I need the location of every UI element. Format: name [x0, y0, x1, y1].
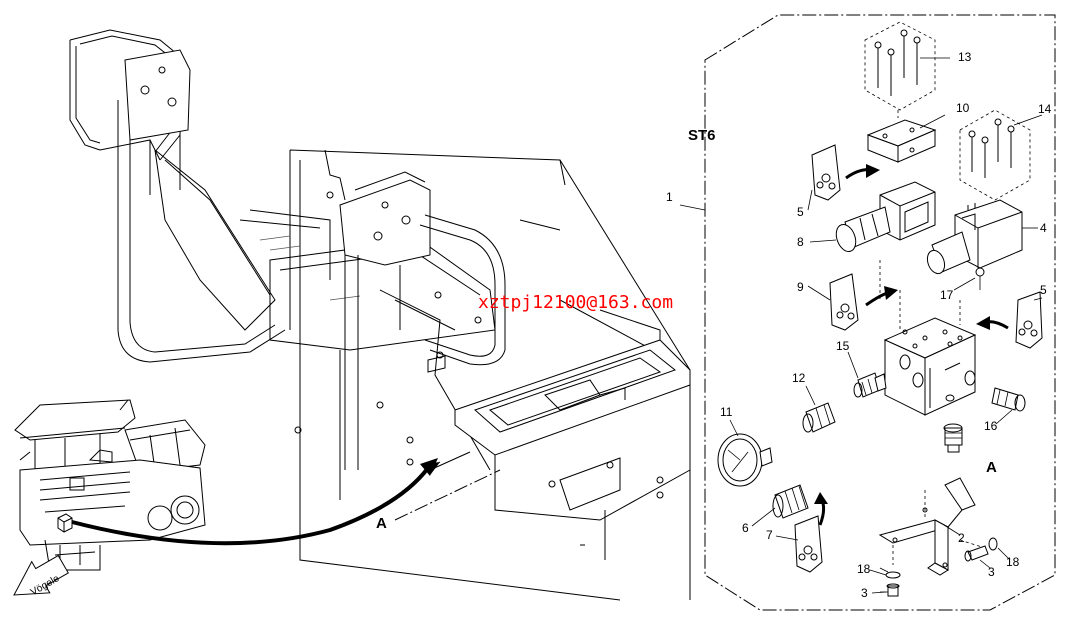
fitting-15 — [853, 372, 887, 398]
callout-leaders — [729, 189, 1043, 594]
callout-11: 11 — [720, 405, 733, 419]
cable-clip-9 — [829, 273, 898, 331]
assembly-boundary — [679, 14, 1056, 611]
bolt-set-14 — [959, 109, 1043, 201]
callout-9: 9 — [797, 280, 804, 294]
callout-7: 7 — [766, 528, 773, 542]
test-fitting-6 — [772, 484, 809, 519]
callout-16: 16 — [984, 419, 998, 433]
callout-5-right: 5 — [1040, 283, 1047, 297]
group-label: ST6 — [688, 127, 716, 144]
location-arrow — [71, 458, 438, 546]
watermark-text: xztpj12100@163.com — [478, 292, 673, 313]
callout-2: 2 — [958, 531, 965, 545]
pressure-gauge-11 — [717, 433, 773, 487]
callout-1: 1 — [666, 190, 673, 204]
mounting-bracket-2 — [878, 477, 986, 576]
cable-clip-5-top — [811, 144, 880, 201]
callout-18-right: 18 — [1006, 555, 1020, 569]
callout-18-bottom: 18 — [857, 562, 871, 576]
cable-clip-5-right — [976, 291, 1043, 349]
callout-3-right: 3 — [988, 565, 995, 579]
fitting-below — [943, 423, 963, 453]
callout-6: 6 — [742, 521, 749, 535]
callout-4: 4 — [1040, 221, 1047, 235]
callout-15: 15 — [836, 339, 850, 353]
cable-clip-7 — [794, 492, 828, 573]
fitting-16 — [991, 387, 1026, 412]
operator-platform-frame — [69, 29, 286, 363]
manifold-block — [879, 260, 977, 416]
second-handrail — [339, 171, 506, 471]
view-marker-a: A — [376, 515, 387, 532]
control-box-housing — [454, 339, 691, 521]
main-chassis — [239, 149, 691, 601]
callout-13: 13 — [958, 50, 972, 64]
directional-valve-4 — [926, 199, 1038, 290]
cover-plate-10 — [866, 110, 946, 163]
paver-machine-thumbnail — [14, 399, 206, 571]
detail-marker-a: A — [986, 459, 997, 476]
bolt-set-13 — [864, 21, 950, 111]
callout-12: 12 — [792, 371, 806, 385]
travel-direction-badge: Vögele — [13, 554, 69, 598]
callout-17: 17 — [940, 288, 954, 302]
callout-14: 14 — [1038, 102, 1052, 116]
callout-8: 8 — [797, 235, 804, 249]
callout-5-top: 5 — [797, 205, 804, 219]
adapter-12 — [802, 402, 836, 433]
callout-3-bottom: 3 — [861, 586, 868, 600]
screw-washer-set — [879, 537, 1011, 597]
callout-10: 10 — [956, 101, 970, 115]
solenoid-valve-8 — [809, 181, 936, 253]
